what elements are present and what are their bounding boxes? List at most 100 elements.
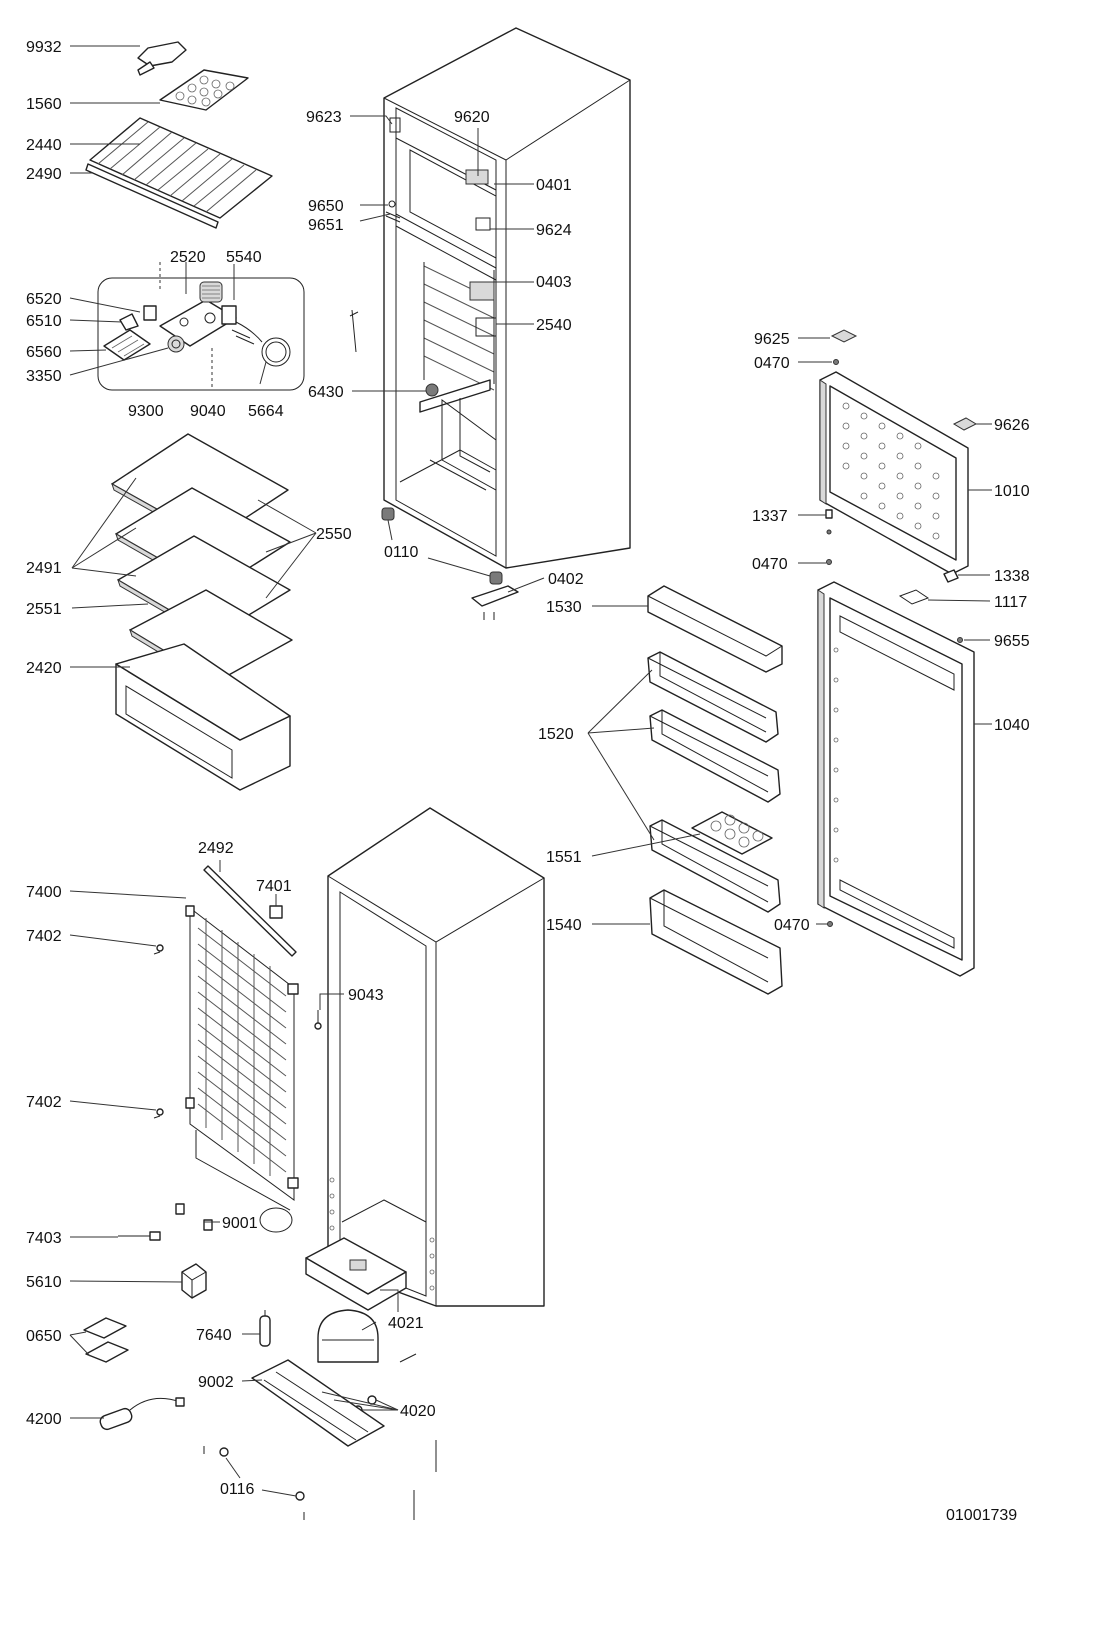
label-2440: 2440 [26,137,62,154]
label-9300: 9300 [128,403,164,420]
egg-tray-1551 [691,811,773,855]
label-9623: 9623 [306,109,342,126]
label-9624: 9624 [536,222,572,239]
relay-5610 [181,1263,207,1299]
label-1530: 1530 [546,599,582,616]
bottle-bin-1540 [649,889,783,995]
condenser-7400 [185,905,299,1211]
dairy-cover-1530 [647,585,783,673]
knob-9300 [167,335,185,353]
fridge-evaporator [423,262,497,391]
label-1551: 1551 [546,849,582,866]
label-0470-b: 0470 [752,556,788,573]
cabinet-upper [381,27,631,585]
label-3350: 3350 [26,368,62,385]
screw-0470c [827,921,833,927]
lamp-holder-6520 [143,305,157,321]
label-5610: 5610 [26,1274,62,1291]
label-6430: 6430 [308,384,344,401]
screw-0470b [826,559,832,565]
label-7402-a: 7402 [26,928,62,945]
grommet-0116 [203,1440,437,1520]
label-1117: 1117 [994,594,1027,611]
cap-9626 [952,417,978,431]
shelf-trim-2490 [85,163,219,229]
wire-shelf-2440 [89,117,273,219]
label-9626: 9626 [994,417,1030,434]
label-2490: 2490 [26,166,62,183]
label-1337: 1337 [752,508,788,525]
hinge-0402 [471,585,519,620]
fridge-door-1040 [817,581,975,977]
label-0650: 0650 [26,1328,62,1345]
label-9655: 9655 [994,633,1030,650]
label-1338: 1338 [994,568,1030,585]
rear-strip-2492 [203,865,297,957]
label-6510: 6510 [26,313,62,330]
door-bin-1520-c [649,819,781,913]
drain-6430 [419,379,491,413]
label-0470-c: 0470 [774,917,810,934]
label-9001: 9001 [222,1215,258,1232]
door-bin-1520-b [649,709,781,803]
label-9043: 9043 [348,987,384,1004]
lamp-6510 [119,313,139,331]
label-9625: 9625 [754,331,790,348]
label-6560: 6560 [26,344,62,361]
door-bin-1520-a [647,651,779,743]
label-1117 [898,589,930,605]
screw-9655 [957,637,963,643]
screw-0470a [833,359,839,365]
drip-tray-4021 [305,1237,407,1311]
screw-9043 [314,1010,322,1030]
label-0470-a: 0470 [754,355,790,372]
label-6520: 6520 [26,291,62,308]
label-7403: 7403 [26,1230,62,1247]
label-5540: 5540 [226,249,262,266]
leader-lines [69,45,992,1497]
label-1040: 1040 [994,717,1030,734]
label-2551: 2551 [26,601,62,618]
foot-0110-front [489,571,503,585]
label-2540: 2540 [536,317,572,334]
label-7402-b: 7402 [26,1094,62,1111]
label-9040: 9040 [190,403,226,420]
freezer-evaporator [409,149,497,259]
label-9620: 9620 [454,109,490,126]
label-0401: 0401 [536,177,572,194]
hinge-pin-1337 [825,509,833,535]
lamp-cover-6560 [103,329,151,361]
label-0402: 0402 [548,571,584,588]
ice-tray-1560 [159,69,249,111]
label-2550: 2550 [316,526,352,543]
label-4200: 4200 [26,1411,62,1428]
label-1540: 1540 [546,917,582,934]
small-clip [349,309,359,353]
cap-9625 [830,329,858,343]
label-2492: 2492 [198,840,234,857]
foot-0110 [381,507,395,521]
drier-7403 [118,1231,161,1241]
label-9651: 9651 [308,217,344,234]
freezer-door-1010 [819,371,969,575]
label-7401: 7401 [256,878,292,895]
crisper-drawer-2420 [115,643,291,791]
thermostat-assembly [97,262,305,391]
label-1560: 1560 [26,96,62,113]
label-2420: 2420 [26,660,62,677]
thermostat-5540 [199,281,223,303]
capillary-5664 [235,321,291,367]
label-5664: 5664 [248,403,284,420]
label-4020: 4020 [400,1403,436,1420]
label-7400: 7400 [26,884,62,901]
clip-7401 [269,905,283,919]
pads-0650 [83,1317,129,1363]
label-4021: 4021 [388,1315,424,1332]
label-0116: 0116 [220,1481,255,1498]
ice-scraper-9932 [137,41,187,76]
part-number-labels: 9932 1560 2440 2490 2520 5540 6520 6510 … [26,39,1030,1524]
pipe-ring-9001 [175,1203,293,1233]
hinge-pin-1338 [943,569,959,583]
label-2520: 2520 [170,249,206,266]
